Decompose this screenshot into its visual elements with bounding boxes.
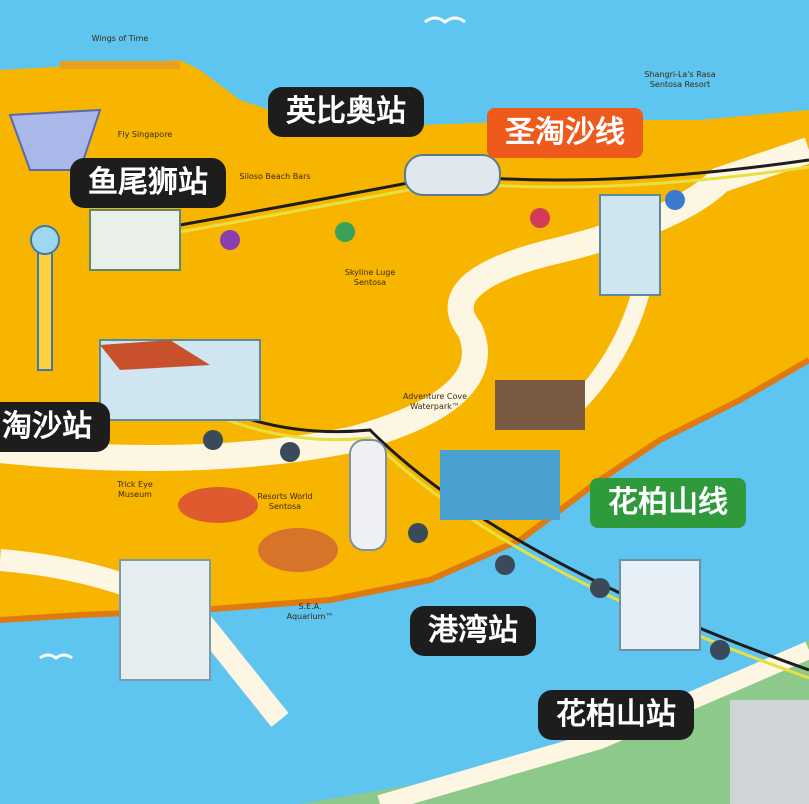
station-mount-faber[interactable]: 花柏山站 [538, 690, 694, 740]
mount-faber-building [730, 700, 809, 804]
label-sea-aquarium: S.E.A. Aquarium™ [286, 602, 334, 621]
label-trick-eye: Trick Eye Museum [117, 480, 153, 499]
mainland [300, 640, 809, 804]
label-shangri-la: Shangri-La's Rasa Sentosa Resort [644, 70, 716, 89]
merlion-building [89, 209, 181, 271]
label-skyline-luge: Skyline Luge Sentosa [344, 268, 396, 287]
station-imbiah[interactable]: 英比奥站 [268, 87, 424, 137]
label-resorts-world: Resorts World Sentosa [257, 492, 313, 511]
label-siloso-beach-bars: Siloso Beach Bars [239, 172, 311, 181]
harbourfront-building [619, 559, 701, 651]
line-mount-faber[interactable]: 花柏山线 [590, 478, 746, 528]
station-sentosa[interactable]: 淘沙站 [0, 402, 110, 452]
station-harbourfront[interactable]: 港湾站 [410, 606, 536, 656]
station-merlion[interactable]: 鱼尾狮站 [70, 158, 226, 208]
mainland-road [377, 641, 809, 804]
label-adventure-cove: Adventure Cove Waterpark™ [402, 392, 468, 411]
imbiah-station-building [404, 154, 501, 196]
cable-cars [203, 190, 730, 660]
label-fly-singapore: Fly Singapore [117, 130, 173, 139]
tower [349, 439, 387, 551]
line-sentosa[interactable]: 圣淘沙线 [487, 108, 643, 158]
label-wings-of-time: Wings of Time [91, 34, 149, 43]
